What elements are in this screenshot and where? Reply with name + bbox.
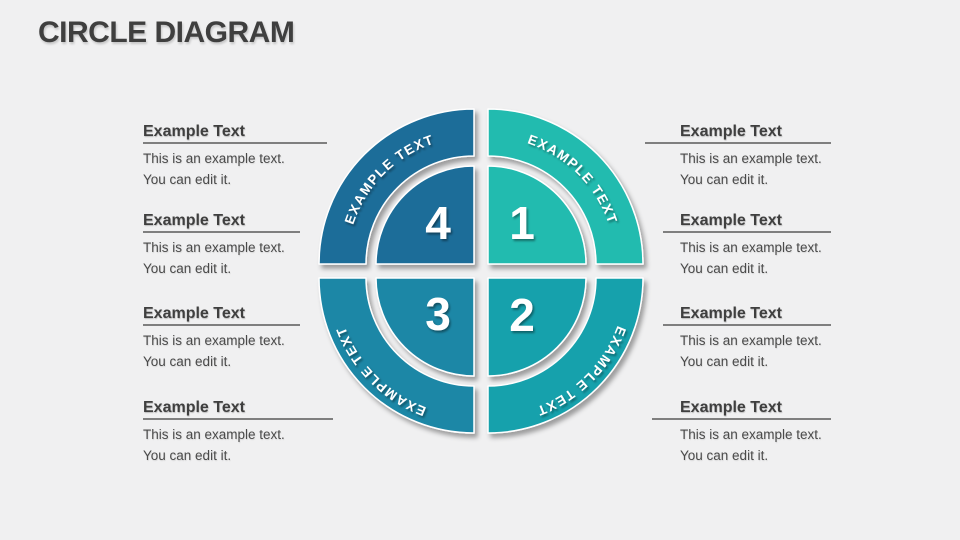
block-heading: Example Text (680, 305, 782, 322)
text-block-right-3: Example Text This is an example text. Yo… (663, 305, 880, 372)
block-body: This is an example text. You can edit it… (680, 237, 880, 279)
block-body: This is an example text. You can edit it… (143, 237, 343, 279)
body-line-2: You can edit it. (143, 172, 232, 187)
body-line-1: This is an example text. (143, 240, 285, 255)
body-line-2: You can edit it. (680, 261, 769, 276)
body-line-1: This is an example text. (680, 333, 822, 348)
body-line-1: This is an example text. (143, 427, 285, 442)
quadrant-1-number: 1 (509, 197, 535, 249)
heading-underline (663, 231, 831, 233)
quadrant-2 (487, 277, 644, 434)
quadrant-2-number: 2 (509, 289, 535, 341)
body-line-2: You can edit it. (680, 172, 769, 187)
body-line-2: You can edit it. (143, 448, 232, 463)
quadrant-3-number: 3 (425, 288, 451, 340)
quadrant-4-number: 4 (425, 197, 451, 249)
block-heading: Example Text (680, 399, 782, 416)
block-body: This is an example text. You can edit it… (680, 148, 880, 190)
text-block-left-3: Example Text This is an example text. Yo… (143, 306, 343, 372)
heading-underline (143, 231, 300, 233)
text-block-left-1: Example Text This is an example text. Yo… (143, 124, 343, 190)
quadrant-2-ring (487, 277, 644, 434)
block-body: This is an example text. You can edit it… (143, 148, 343, 190)
body-line-1: This is an example text. (680, 240, 822, 255)
body-line-1: This is an example text. (143, 151, 285, 166)
block-heading: Example Text (143, 212, 245, 229)
quadrant-2-inner (487, 277, 587, 377)
quadrant-4 (318, 108, 475, 265)
heading-underline (143, 418, 333, 420)
quadrant-4-inner (375, 165, 475, 265)
body-line-2: You can edit it. (680, 448, 769, 463)
quadrant-3-ring (318, 277, 475, 434)
block-body: This is an example text. You can edit it… (680, 330, 880, 372)
quadrant-1-ring (487, 108, 644, 265)
block-body: This is an example text. You can edit it… (143, 330, 343, 372)
text-block-left-4: Example Text This is an example text. Yo… (143, 400, 343, 466)
text-block-right-4: Example Text This is an example text. Yo… (652, 399, 880, 466)
block-heading: Example Text (143, 399, 245, 416)
block-heading: Example Text (680, 212, 782, 229)
heading-underline (143, 324, 300, 326)
heading-underline (645, 142, 831, 144)
quadrant-3 (318, 277, 475, 434)
body-line-1: This is an example text. (680, 151, 822, 166)
block-body: This is an example text. You can edit it… (680, 424, 880, 466)
text-block-right-1: Example Text This is an example text. Yo… (645, 123, 880, 190)
text-block-right-2: Example Text This is an example text. Yo… (663, 212, 880, 279)
body-line-2: You can edit it. (143, 261, 232, 276)
block-body: This is an example text. You can edit it… (143, 424, 343, 466)
body-line-1: This is an example text. (143, 333, 285, 348)
body-line-1: This is an example text. (680, 427, 822, 442)
quadrant-3-inner (375, 277, 475, 377)
quadrant-1-inner (487, 165, 587, 265)
quadrant-1 (487, 108, 644, 265)
heading-underline (143, 142, 327, 144)
quadrant-4-ring (318, 108, 475, 265)
heading-underline (652, 418, 831, 420)
block-heading: Example Text (143, 305, 245, 322)
body-line-2: You can edit it. (680, 354, 769, 369)
heading-underline (663, 324, 831, 326)
body-line-2: You can edit it. (143, 354, 232, 369)
block-heading: Example Text (143, 123, 245, 140)
block-heading: Example Text (680, 123, 782, 140)
slide-title: CIRCLE DIAGRAM (38, 16, 295, 49)
text-block-left-2: Example Text This is an example text. Yo… (143, 213, 343, 279)
